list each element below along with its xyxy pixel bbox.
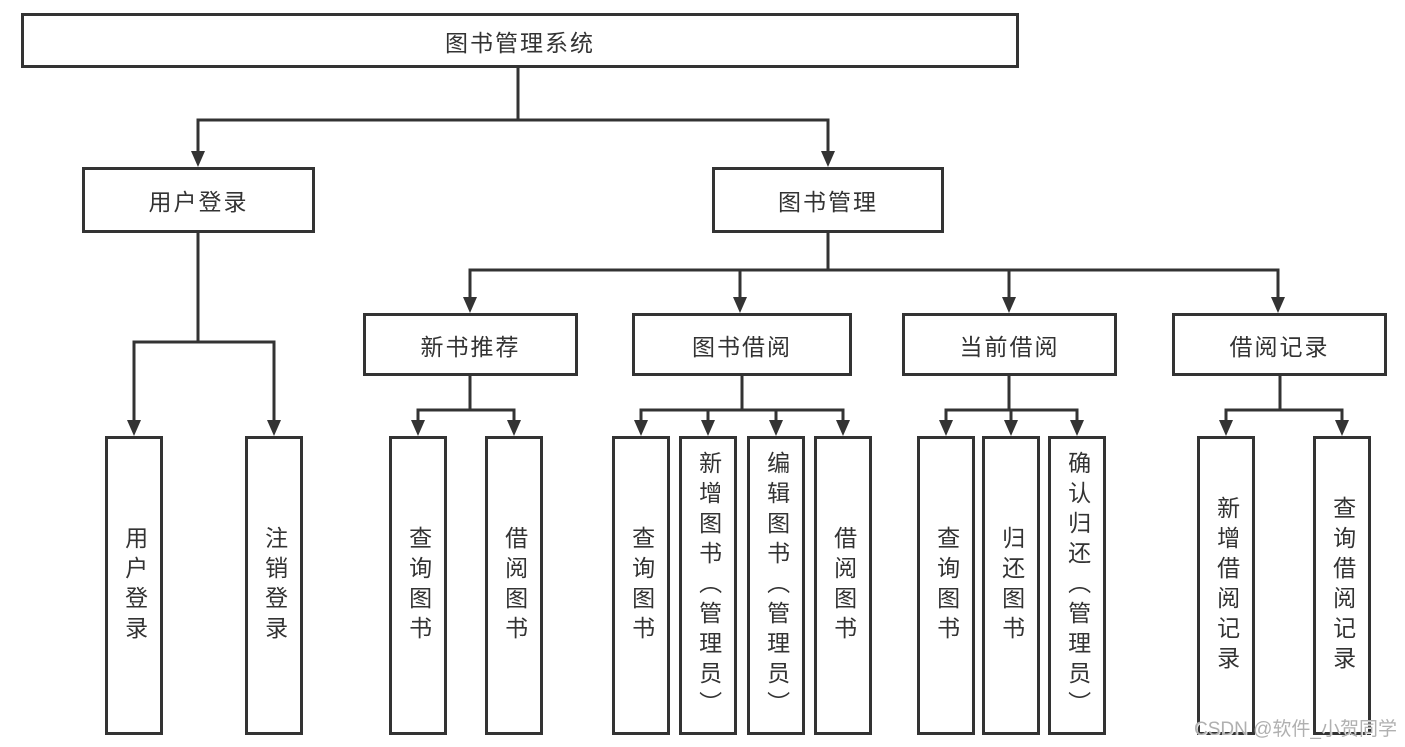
node-label: 用户登录 <box>148 189 249 215</box>
node-label: 查询图书 <box>933 525 960 646</box>
node-label: 新增借阅记录 <box>1213 495 1240 676</box>
leaf-add-borrow-record: 新增借阅记录 <box>1197 436 1255 735</box>
leaf-edit-books-admin: 编辑图书（管理员） <box>747 436 805 735</box>
node-library-management-system: 图书管理系统 <box>21 13 1019 68</box>
node-label: 新书推荐 <box>420 333 521 360</box>
node-borrowing-records: 借阅记录 <box>1172 313 1387 376</box>
node-label: 借阅图书 <box>501 525 528 646</box>
node-label: 查询图书 <box>628 525 655 646</box>
node-user-login: 用户登录 <box>82 167 315 233</box>
leaf-borrow-books-recommend: 借阅图书 <box>485 436 543 735</box>
node-new-book-recommendation: 新书推荐 <box>363 313 578 376</box>
node-label: 注销登录 <box>261 525 288 646</box>
node-label: 图书管理 <box>778 189 878 215</box>
leaf-query-books-recommend: 查询图书 <box>389 436 447 735</box>
node-label: 查询图书 <box>405 525 432 646</box>
watermark: CSDN @软件_小贺同学 <box>1194 719 1397 740</box>
node-book-borrowing: 图书借阅 <box>632 313 852 376</box>
leaf-borrow-books: 借阅图书 <box>814 436 872 735</box>
leaf-logout: 注销登录 <box>245 436 303 735</box>
node-label: 归还图书 <box>998 525 1025 646</box>
arrow-down-icons <box>127 151 1349 436</box>
node-label: 确认归还（管理员） <box>1064 450 1091 721</box>
leaf-return-books: 归还图书 <box>982 436 1040 735</box>
node-label: 当前借阅 <box>959 333 1060 360</box>
node-label: 用户登录 <box>121 525 148 646</box>
node-label: 借阅图书 <box>830 525 857 646</box>
leaf-query-borrow-record: 查询借阅记录 <box>1313 436 1371 735</box>
leaf-add-books-admin: 新增图书（管理员） <box>679 436 737 735</box>
node-label: 查询借阅记录 <box>1329 495 1356 676</box>
node-current-borrowing: 当前借阅 <box>902 313 1117 376</box>
leaf-confirm-return-admin: 确认归还（管理员） <box>1048 436 1106 735</box>
node-label: 编辑图书（管理员） <box>763 450 790 721</box>
leaf-query-books-borrow: 查询图书 <box>612 436 670 735</box>
leaf-user-login: 用户登录 <box>105 436 163 735</box>
node-label: 新增图书（管理员） <box>695 450 722 721</box>
node-label: 借阅记录 <box>1229 333 1330 360</box>
connector-line-group <box>132 68 1344 422</box>
leaf-query-books-current: 查询图书 <box>917 436 975 735</box>
node-label: 图书管理系统 <box>445 29 595 56</box>
node-book-management: 图书管理 <box>712 167 944 233</box>
node-label: 图书借阅 <box>692 333 792 360</box>
